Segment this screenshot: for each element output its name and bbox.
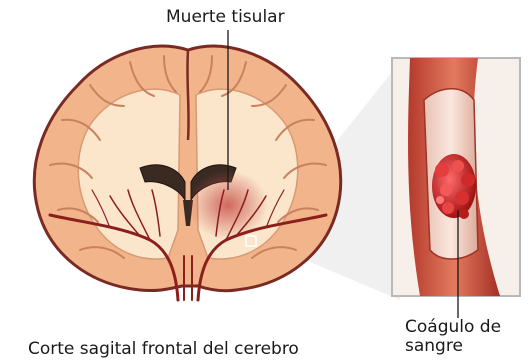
clot-label-line1: Coágulo de — [405, 318, 501, 337]
artery-inset-icon — [392, 58, 520, 296]
clot-label: Coágulo de sangre — [405, 318, 501, 356]
brain-cross-section-icon — [34, 46, 340, 300]
section-caption: Corte sagital frontal del cerebro — [28, 340, 299, 359]
longitudinal-fissure — [187, 50, 188, 140]
tissue-death-label: Muerte tisular — [166, 8, 285, 27]
clot-label-line2: sangre — [405, 337, 501, 356]
